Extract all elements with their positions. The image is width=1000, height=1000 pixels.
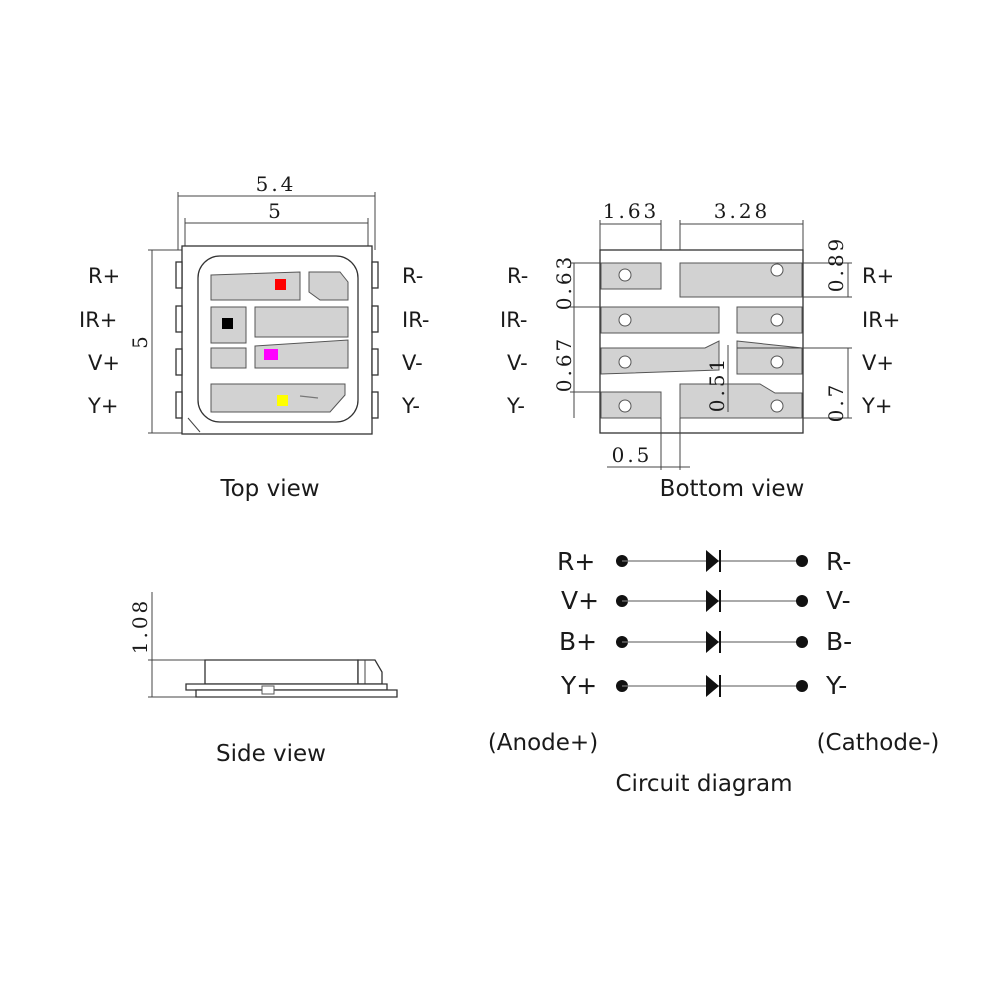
chip-red (275, 279, 286, 290)
anode-label: Y+ (560, 671, 597, 700)
cathode-label: B- (826, 627, 852, 656)
circuit-caption: Circuit diagram (616, 771, 793, 797)
cathode-label: R- (826, 547, 851, 576)
cathode-label: V- (826, 586, 851, 615)
top-right-pin: Y- (401, 394, 420, 418)
circuit-row: V+ V- (561, 586, 851, 615)
chip-yellow (277, 395, 288, 406)
top-left-pin: IR+ (79, 308, 117, 332)
bottom-left-pin: V- (507, 351, 528, 375)
dim-top-left: 1.63 (603, 199, 660, 223)
dim-width-outer: 5.4 (256, 172, 297, 196)
top-left-pin: V+ (88, 351, 120, 375)
pad (600, 340, 720, 375)
bottom-view-caption: Bottom view (660, 476, 805, 502)
cathode-caption: (Cathode-) (817, 730, 940, 756)
anode-caption: (Anode+) (488, 730, 598, 756)
bottom-view: 1.63 3.28 0.63 0.67 0.51 (500, 199, 900, 502)
anode-label: R+ (557, 547, 595, 576)
circuit-diagram: R+ R- V+ V- B+ B- Y+ (488, 547, 940, 797)
circuit-row: Y+ Y- (560, 671, 847, 700)
top-left-pin: R+ (88, 264, 120, 288)
dim-height: 5 (128, 333, 152, 349)
dim-top-right: 3.28 (714, 199, 771, 223)
bottom-right-pin: R+ (862, 264, 894, 288)
dim-left-lower: 0.67 (552, 336, 576, 393)
dim-right-lower: 0.7 (824, 382, 848, 423)
anode-label: V+ (561, 586, 599, 615)
side-lens (204, 659, 359, 685)
top-right-pin: R- (402, 264, 423, 288)
top-view: 5.4 5 5 (79, 172, 430, 502)
dim-left-upper: 0.63 (552, 254, 576, 311)
dim-side-height: 1.08 (128, 598, 152, 655)
pad (736, 340, 803, 375)
pad (679, 262, 803, 298)
anode-label: B+ (559, 627, 597, 656)
bottom-right-pin: Y+ (861, 394, 892, 418)
circuit-row: B+ B- (559, 627, 852, 656)
bottom-left-pin: IR- (500, 308, 528, 332)
top-view-caption: Top view (219, 476, 319, 502)
dim-right-upper: 0.89 (824, 236, 848, 293)
chip-violet (264, 349, 278, 360)
dim-width-inner: 5 (268, 199, 284, 223)
side-view-caption: Side view (216, 741, 326, 767)
side-base (195, 689, 398, 698)
dim-bottom: 0.5 (612, 443, 653, 467)
bottom-right-pin: V+ (862, 351, 894, 375)
bottom-left-pin: R- (507, 264, 528, 288)
chip-infrared (222, 318, 233, 329)
cathode-label: Y- (825, 671, 847, 700)
bottom-right-pin: IR+ (862, 308, 900, 332)
bottom-left-pin: Y- (506, 394, 525, 418)
top-left-pin: Y+ (87, 394, 118, 418)
dim-center: 0.51 (705, 356, 729, 413)
top-right-pin: V- (402, 351, 423, 375)
top-right-pin: IR- (402, 308, 430, 332)
side-view: 1.08 Side view (128, 592, 398, 767)
circuit-row: R+ R- (557, 547, 851, 576)
pad (736, 306, 803, 334)
